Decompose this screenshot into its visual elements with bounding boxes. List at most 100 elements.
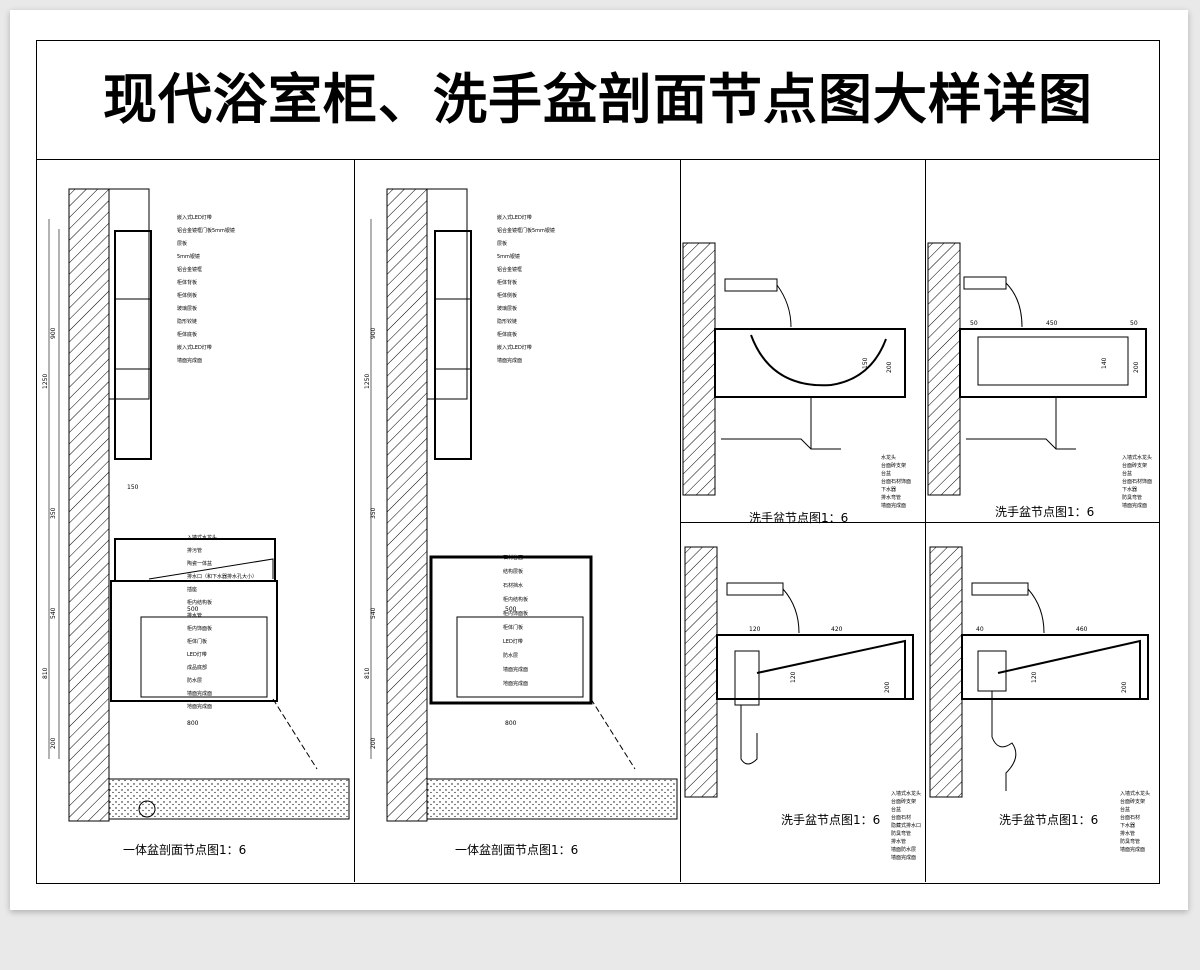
legend-item: 台盆 [1120, 806, 1130, 813]
dimension-label: 120 [790, 671, 797, 683]
callout-label: 墙面完成面 [497, 357, 522, 364]
callout-label: 墙面完成面 [187, 690, 212, 697]
callout-label: 柜体门板 [187, 638, 207, 645]
legend-item: 水龙头 [881, 454, 896, 461]
callout-label: 铝合金镜框门板5mm银镜 [497, 227, 555, 234]
legend-item: 墙面完成面 [1122, 502, 1147, 509]
legend-item: 台面砖支架 [1122, 462, 1147, 469]
legend-item: 台面砖支架 [891, 798, 916, 805]
callout-label: LED灯带 [187, 651, 207, 658]
legend-item: 入墙式水龙头 [891, 790, 921, 797]
dimension-label: 200 [1133, 361, 1140, 373]
dimension-label: 900 [370, 327, 377, 339]
section-a-caption: 一体盆剖面节点图1：6 [123, 843, 247, 857]
basin-3-drawing: 入墙式水龙头台面砖支架台盆台面石材隐藏式排水口防臭弯管排水管墙面防水层墙面完成面… [684, 546, 921, 861]
basin-2-caption: 洗手盆节点图1：6 [995, 505, 1095, 519]
panel-divider [925, 159, 926, 882]
dimension-label: 500 [187, 606, 199, 613]
dimension-label: 810 [364, 667, 371, 679]
legend-item: 防臭弯管 [1120, 838, 1140, 845]
dimension-label: 120 [1031, 671, 1038, 683]
callout-label: 嵌入式LED灯带 [177, 344, 212, 351]
legend-item: 墙面完成面 [891, 854, 916, 861]
legend-item: 台面石材 [1120, 814, 1140, 821]
legend-item: 台面石材饰面 [881, 478, 911, 485]
callout-label: 5mm银镜 [177, 253, 200, 260]
callout-label: 柜体背板 [497, 279, 517, 286]
dimension-label: 1250 [364, 374, 371, 389]
basin-3-caption: 洗手盆节点图1：6 [781, 813, 881, 827]
callout-label: 结构层板 [503, 568, 523, 575]
dimension-label: 500 [505, 606, 517, 613]
callout-label: 柜体侧板 [497, 292, 517, 299]
legend-item: 台盆 [1122, 470, 1132, 477]
callout-label: 排水管 [187, 612, 202, 619]
section-b-caption: 一体盆剖面节点图1：6 [455, 843, 579, 857]
dimension-label: 50 [1130, 320, 1138, 327]
callout-label: 隐形铰链 [497, 318, 517, 325]
dimension-label: 200 [886, 361, 893, 373]
dimension-label: 810 [42, 667, 49, 679]
callout-label: 柜体门板 [503, 624, 523, 631]
callout-label: 嵌入式LED灯带 [177, 214, 212, 221]
callout-label: 防水层 [503, 652, 518, 659]
callout-label: 柜体底板 [177, 331, 197, 338]
callout-label: 石材挡水 [503, 582, 523, 589]
dimension-label: 460 [1076, 626, 1088, 633]
panel-divider [354, 159, 355, 882]
callout-label: 陶瓷一体盆 [187, 560, 212, 567]
dimension-label: 540 [370, 607, 377, 619]
callout-label: 排污管 [187, 547, 202, 554]
callout-label: 地面完成面 [187, 703, 212, 710]
dimension-label: 800 [187, 720, 199, 727]
dimension-label: 350 [370, 507, 377, 519]
legend-item: 排水弯管 [881, 494, 901, 501]
legend-item: 墙面完成面 [1120, 846, 1145, 853]
dimension-label: 1250 [42, 374, 49, 389]
dimension-label: 200 [370, 737, 377, 749]
legend-item: 下水器 [881, 486, 896, 493]
callout-label: 隐形铰链 [177, 318, 197, 325]
callout-label: 玻璃层板 [497, 305, 517, 312]
legend-item: 下水器 [1122, 486, 1137, 493]
callout-label: 柜内结构板 [187, 599, 212, 606]
callout-label: 插座 [187, 586, 197, 593]
dimension-label: 200 [884, 681, 891, 693]
drawing-frame: 现代浴室柜、洗手盆剖面节点图大样详图 [36, 40, 1160, 884]
callout-label: 柜内结构板 [503, 596, 528, 603]
dimension-label: 150 [862, 357, 869, 369]
legend-item: 台面砖支架 [1120, 798, 1145, 805]
dimension-label: 50 [970, 320, 978, 327]
callout-label: 柜体侧板 [177, 292, 197, 299]
dimension-label: 420 [831, 626, 843, 633]
drawing-title: 现代浴室柜、洗手盆剖面节点图大样详图 [37, 41, 1159, 160]
panel-divider [680, 522, 1159, 523]
legend-item: 入墙式水龙头 [1122, 454, 1152, 461]
basin-1-caption: 洗手盆节点图1：6 [749, 511, 849, 525]
section-b-drawing: 嵌入式LED灯带铝合金镜框门板5mm银镜层板5mm银镜铝合金镜框柜体背板柜体侧板… [364, 188, 678, 822]
legend-item: 台面石材饰面 [1122, 478, 1152, 485]
dimension-label: 150 [127, 484, 139, 491]
callout-label: 层板 [177, 240, 187, 247]
callout-label: 地面完成面 [503, 680, 528, 687]
dimension-label: 120 [749, 626, 761, 633]
callout-label: 柜内饰面板 [503, 610, 528, 617]
callout-label: 柜内饰面板 [187, 625, 212, 632]
callout-label: 成品底部 [187, 664, 207, 671]
basin-4-caption: 洗手盆节点图1：6 [999, 813, 1099, 827]
callout-label: 铝合金镜框 [177, 266, 202, 273]
callout-label: 墙面完成面 [177, 357, 202, 364]
legend-item: 台面石材 [891, 814, 911, 821]
dimension-label: 200 [50, 737, 57, 749]
callout-label: LED灯带 [503, 638, 523, 645]
callout-label: 5mm银镜 [497, 253, 520, 260]
callout-label: 铝合金镜框门板5mm银镜 [177, 227, 235, 234]
legend-item: 台盆 [881, 470, 891, 477]
legend-item: 下水器 [1120, 822, 1135, 829]
legend-item: 排水管 [891, 838, 906, 845]
section-a-drawing: 嵌入式LED灯带铝合金镜框门板5mm银镜层板5mm银镜铝合金镜框柜体背板柜体侧板… [42, 188, 350, 822]
dimension-label: 40 [976, 626, 984, 633]
callout-label: 嵌入式LED灯带 [497, 344, 532, 351]
legend-item: 台盆 [891, 806, 901, 813]
